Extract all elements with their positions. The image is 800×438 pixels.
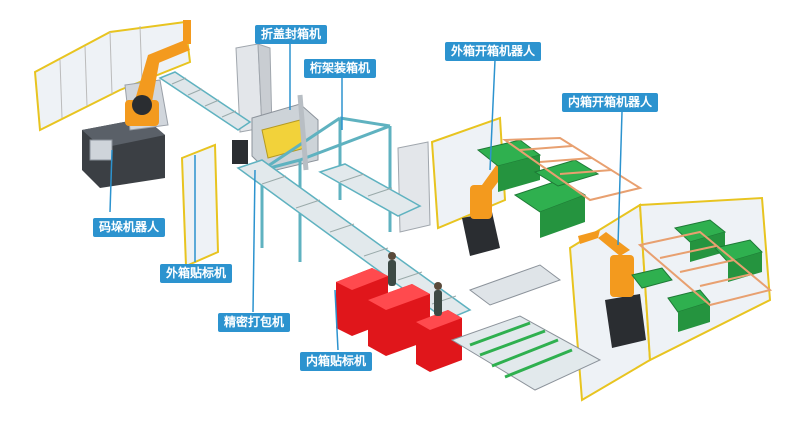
callout-folding-sealing: 折盖封箱机 xyxy=(255,25,328,44)
outer-box-stack xyxy=(476,139,600,238)
conveyor-main xyxy=(236,159,472,321)
callout-precision-strapping: 精密打包机 xyxy=(218,313,291,332)
red-bins xyxy=(336,268,462,372)
outer-roller-table xyxy=(502,136,643,202)
conveyor-secondary xyxy=(318,163,422,217)
callout-gantry-packing: 桁架装箱机 xyxy=(304,59,377,78)
callout-inner-labeling: 内箱贴标机 xyxy=(300,352,373,371)
control-cabinet xyxy=(235,43,273,133)
fence-palletizing-cell xyxy=(33,20,192,132)
callout-inner-unpacking-robot: 内箱开箱机器人 xyxy=(562,93,659,112)
operators xyxy=(388,252,442,316)
palletizing-robot xyxy=(125,20,191,126)
gantry-packing-machine xyxy=(260,94,392,262)
leader-lines xyxy=(109,44,623,351)
callout-outer-labeling: 外箱贴标机 xyxy=(160,264,233,283)
control-cabinet-2 xyxy=(397,141,431,233)
inner-unpacking-robot xyxy=(578,230,646,348)
conveyor-upper xyxy=(158,71,252,131)
callout-palletizing-robot: 码垛机器人 xyxy=(93,218,166,237)
roller-rack-lower xyxy=(450,264,602,391)
callout-outer-unpacking-robot: 外箱开箱机器人 xyxy=(445,42,542,61)
inner-roller-table xyxy=(637,230,773,307)
fence-front-left xyxy=(180,143,220,268)
